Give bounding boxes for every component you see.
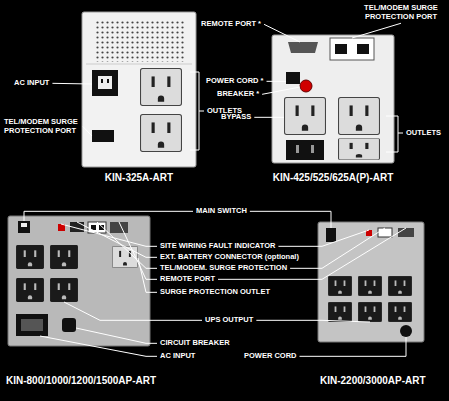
breaker [300, 80, 312, 92]
ac-inlet [92, 70, 118, 96]
power-cord [286, 72, 300, 84]
leader-line [254, 117, 284, 118]
part-label: BREAKER * [217, 90, 259, 99]
part-label: SITE WIRING FAULT INDICATOR [160, 242, 275, 251]
part-label: POWER CORD [244, 352, 297, 361]
leader-line [76, 328, 157, 343]
leader-line [138, 258, 157, 292]
part-label: UPS OUTPUT [205, 316, 253, 325]
leader-line [352, 23, 401, 38]
leader-line [77, 222, 157, 257]
part-label: OUTLETS [406, 129, 441, 138]
part-label: REMOTE PORT * [201, 20, 261, 29]
model-name: KIN-800/1000/1200/1500AP-ART [6, 375, 156, 387]
part-label: BYPASS [221, 113, 251, 122]
part-label: CIRCUIT BREAKER [160, 339, 230, 348]
part-label: POWER CORD * [206, 77, 264, 86]
remote-port [288, 42, 318, 53]
leader-line [250, 211, 331, 228]
part-label: TEL/MODEM SURGE PROTECTION PORT [4, 118, 80, 135]
outlet [339, 98, 380, 135]
ups-rear-panel [82, 12, 196, 167]
part-label: SURGE PROTECTION OUTLET [160, 288, 270, 297]
outlet [339, 138, 380, 159]
leader-line [119, 222, 157, 279]
leader-line [52, 83, 92, 85]
part-label: AC INPUT [160, 352, 195, 361]
part-label: AC INPUT [14, 79, 49, 88]
tel-ports [330, 38, 374, 60]
model-name: KIN-325A-ART [105, 172, 173, 184]
model-name: KIN-2200/3000AP-ART [320, 375, 426, 387]
leader-line [40, 336, 157, 356]
ups-rear-panel [8, 216, 150, 346]
leader-line [267, 81, 286, 82]
leader-line [262, 87, 300, 94]
bracket [386, 116, 403, 152]
leader-line [256, 320, 370, 322]
ups-rear-panel [272, 35, 394, 163]
leader-line [64, 302, 202, 320]
bypass-outlet [285, 98, 326, 135]
leader-line [300, 337, 407, 356]
leader-line [83, 127, 92, 136]
ups-rear-panel [318, 222, 424, 342]
part-label: TEL/MODEM. SURGE PROTECTION [160, 264, 287, 273]
outlet [141, 69, 182, 106]
part-label: EXT. BATTERY CONNECTOR (optional) [160, 253, 299, 262]
leader-line [290, 228, 385, 268]
part-label: MAIN SWITCH [196, 207, 247, 216]
leader-line [97, 222, 157, 268]
part-label: REMOTE PORT [160, 275, 215, 284]
tel-port [92, 130, 114, 142]
outlet [141, 115, 182, 152]
leader-line [264, 24, 300, 42]
bracket [190, 72, 204, 150]
part-label: TEL/MODEM SURGE PROTECTION PORT [358, 4, 444, 21]
model-name: KIN-425/525/625A(P)-ART [273, 172, 394, 184]
leader-line [278, 230, 369, 246]
leader-line [61, 224, 157, 246]
leader-line [24, 211, 193, 221]
